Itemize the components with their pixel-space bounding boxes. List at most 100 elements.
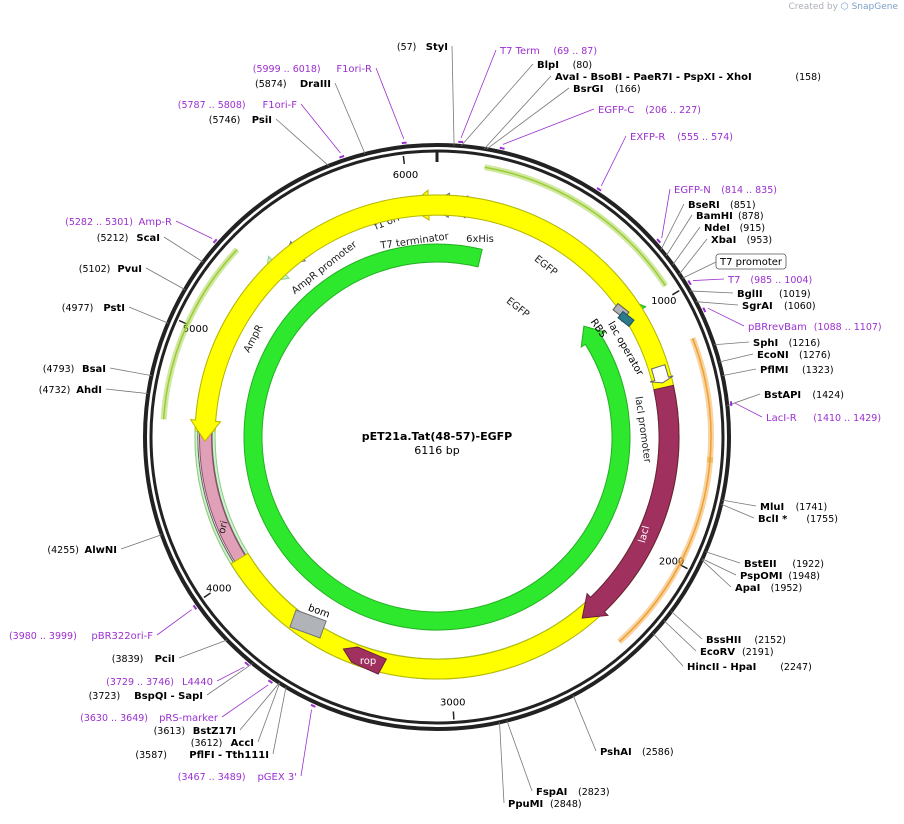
enzyme-site-fspai[interactable]: (2823) FspAI (506, 720, 610, 798)
primer-range: (3630 .. 3649) (80, 713, 148, 724)
tick-mark (203, 592, 211, 599)
enzyme-position: (1922) (792, 559, 824, 570)
enzyme-site-sgrai[interactable]: (1060)SgrAI (695, 301, 816, 312)
enzyme-name: BssHII (706, 635, 741, 646)
enzyme-name: MluI (760, 502, 784, 513)
primer-t7[interactable]: T7(985 .. 1004) (687, 275, 812, 286)
enzyme-site-bglii[interactable]: (1019)BglII (689, 289, 811, 300)
enzyme-site-bsrgi[interactable]: (166)BsrGI (486, 84, 641, 150)
feature-bom[interactable]: bom (289, 603, 331, 639)
enzyme-site-apai[interactable]: (1952)ApaI (701, 559, 803, 594)
enzyme-site-styi[interactable]: (57)StyI (397, 42, 455, 146)
enzyme-name: StyI (426, 42, 448, 53)
enzyme-site-blpi[interactable]: (80)BlpI (460, 60, 592, 147)
enzyme-site-pflmi[interactable]: (1323)PflMI (722, 365, 834, 377)
enzyme-site-bspqi[interactable]: (3723)BspQI - SapI (89, 663, 253, 702)
enzyme-name: FspAI (536, 787, 567, 798)
feature-label: AmpR (242, 323, 266, 355)
enzyme-site-bseri[interactable]: (851)BseRI (660, 200, 756, 250)
enzyme-site-pcii[interactable]: (3839)PciI (112, 639, 228, 665)
enzyme-name: BstEII (744, 559, 777, 570)
enzyme-name: BlpI (537, 60, 559, 71)
enzyme-site-ppumi[interactable]: (2848)PpuMI (499, 722, 582, 810)
feature-laci[interactable]: lacI (581, 384, 680, 619)
enzyme-site-xbai[interactable]: (953)XbaI (679, 235, 773, 275)
enzyme-position: (2152) (754, 635, 786, 646)
enzyme-site-bstapi[interactable]: (1424)BstAPI (727, 390, 844, 406)
enzyme-name: BclI * (758, 514, 788, 525)
enzyme-site-acci[interactable]: (3612)AccI (191, 682, 281, 749)
primer-f1ori-r[interactable]: F1ori-R(5999 .. 6018) (253, 64, 407, 145)
enzyme-site-pshai[interactable]: (2586) PshAI (572, 695, 674, 758)
enzyme-site-bcli[interactable]: (1755)BclI * (721, 503, 838, 525)
enzyme-site-psti[interactable]: (4977)PstI (62, 303, 169, 324)
enzyme-name: BstZ17I (193, 726, 236, 737)
enzyme-site-ndei[interactable]: (915)NdeI (672, 223, 766, 266)
enzyme-site-bsai[interactable]: (4793)BsaI (43, 364, 152, 377)
enzyme-site-bstz17i[interactable]: (3613)BstZ17I (154, 682, 280, 737)
enzyme-position: (1952) (771, 583, 803, 594)
enzyme-site-sphi[interactable]: (1216)SphI (714, 338, 820, 349)
primer-egfp-c[interactable]: EGFP-C (206 .. 227) (499, 105, 701, 150)
enzyme-site-econi[interactable]: (1276)EcoNI (719, 350, 831, 363)
enzyme-position: (1948) (788, 571, 820, 582)
enzyme-site-hincii[interactable]: (2247)HincII - HpaI (652, 633, 812, 673)
primer-name: LacI-R (766, 413, 797, 424)
enzyme-position: (1276) (799, 350, 831, 361)
enzyme-name: BamHI (696, 211, 733, 222)
primer-laci-r[interactable]: LacI-R(1410 .. 1429) (729, 401, 881, 424)
enzyme-position: (2586) (642, 747, 674, 758)
enzyme-position: (915) (740, 223, 766, 234)
enzyme-site-alwni[interactable]: (4255)AlwNI (47, 534, 162, 556)
primer-l4440[interactable]: L4440(3729 .. 3746) (106, 661, 250, 688)
feature-t7-promoter[interactable]: T7 promoter (681, 253, 787, 279)
enzyme-name: HincII - HpaI (687, 662, 756, 673)
primer-amp-r[interactable]: Amp-R(5282 .. 5301) (65, 217, 218, 244)
primer-exfp-r[interactable]: EXFP-R(555 .. 574) (596, 132, 733, 192)
enzyme-site-bsshii[interactable]: (2152) BssHII (670, 611, 786, 646)
primer-egfp-n[interactable]: EGFP-N(814 .. 835) (656, 185, 777, 244)
enzyme-name: AvaI - BsoBI - PaeR7I - PspXI - XhoI (555, 72, 752, 83)
enzyme-position: (3723) (89, 691, 121, 702)
feature-rop[interactable]: rop (341, 645, 388, 675)
enzyme-name: BglII (737, 289, 763, 300)
tick-label: 3000 (440, 698, 465, 709)
enzyme-name: BsaI (82, 364, 106, 375)
primer-name: EGFP-C (598, 105, 634, 116)
enzyme-position: (1424) (812, 390, 844, 401)
enzyme-site-pflfi[interactable]: (3587)PflFI - Tth111I (135, 686, 287, 761)
feature-label: lacI promoter (632, 396, 652, 465)
enzyme-site-bamhi[interactable]: (878)BamHI (665, 211, 764, 257)
primer-t7-term[interactable]: T7 Term(69 .. 87) (458, 46, 597, 144)
enzyme-site-avai[interactable]: (158)AvaI - BsoBI - PaeR7I - PspXI - Xho… (483, 72, 821, 150)
enzyme-position: (5746) (209, 115, 241, 126)
primer-pbr322ori-f[interactable]: pBR322ori-F(3980 .. 3999) (9, 604, 198, 642)
enzyme-site-mlui[interactable]: (1741)MluI (722, 499, 827, 513)
enzyme-position: (166) (615, 84, 641, 95)
primer-range: (555 .. 574) (677, 132, 733, 143)
enzyme-site-pspomi[interactable]: (1948)PspOMI (702, 558, 820, 582)
enzyme-site-bsteii[interactable]: (1922) BstEII (705, 551, 824, 570)
enzyme-site-draiii[interactable]: (5874)DraIII (255, 79, 366, 155)
enzyme-site-ecorv[interactable]: (2191)EcoRV (663, 620, 774, 658)
enzyme-position: (953) (747, 235, 773, 246)
primer-prs-marker[interactable]: pRS-marker(3630 .. 3649) (80, 679, 273, 724)
enzyme-site-psii[interactable]: (5746)PsiI (209, 115, 329, 167)
enzyme-site-pvui[interactable]: (5102)PvuI (79, 264, 186, 290)
enzyme-site-ahdi[interactable]: (4732)AhdI (39, 385, 149, 396)
primer-name: Amp-R (139, 217, 173, 228)
feature-ori[interactable]: ori (189, 194, 680, 680)
primer-range: (206 .. 227) (645, 105, 701, 116)
primer-pbrrevbam[interactable]: pBRrevBam(1088 .. 1107) (702, 307, 882, 333)
enzyme-name: PshAI (600, 747, 632, 758)
enzyme-name: ScaI (136, 233, 160, 244)
primer-range: (985 .. 1004) (750, 275, 812, 286)
enzyme-site-scai[interactable]: (5212)ScaI (97, 233, 204, 263)
primer-f1ori-f[interactable]: F1ori-F(5787 .. 5808) (178, 100, 345, 159)
primer-name: pGEX 3' (257, 772, 297, 783)
enzyme-position: (2823) (578, 787, 610, 798)
primer-range: (5999 .. 6018) (253, 64, 321, 75)
primer-name: T7 Term (499, 46, 540, 57)
primer-pgex-3[interactable]: pGEX 3'(3467 .. 3489) (178, 703, 316, 783)
primer-range: (814 .. 835) (721, 185, 777, 196)
